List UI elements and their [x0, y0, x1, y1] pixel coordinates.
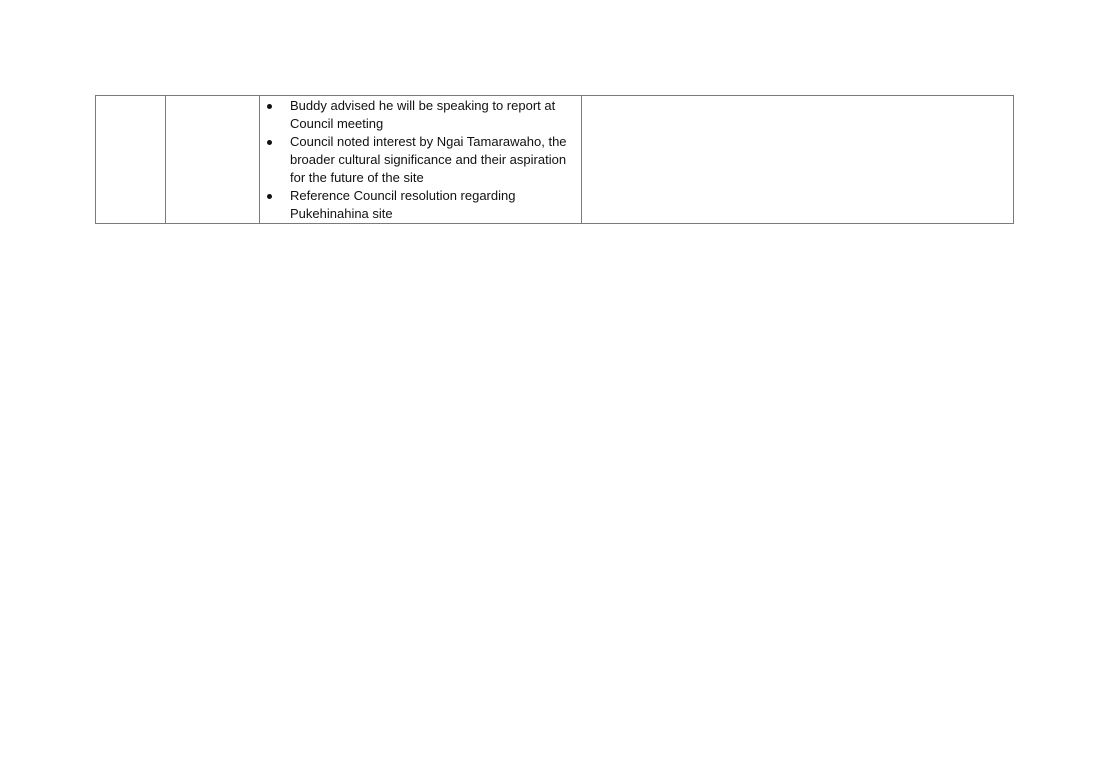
- bullet-text: Buddy advised he will be speaking to rep…: [290, 98, 556, 131]
- list-item: Reference Council resolution regarding P…: [260, 187, 573, 223]
- table-row: Buddy advised he will be speaking to rep…: [95, 95, 1014, 224]
- table-cell-discussion: Buddy advised he will be speaking to rep…: [259, 95, 582, 224]
- bullet-icon: [267, 194, 272, 199]
- table-cell-empty-2: [165, 95, 260, 224]
- bullet-icon: [267, 140, 272, 145]
- bullet-text: Reference Council resolution regarding P…: [290, 188, 516, 221]
- table-cell-empty-4: [581, 95, 1014, 224]
- bullet-icon: [267, 104, 272, 109]
- list-item: Council noted interest by Ngai Tamarawah…: [260, 133, 573, 187]
- table-cell-empty-1: [95, 95, 166, 224]
- notes-table: Buddy advised he will be speaking to rep…: [95, 95, 1014, 224]
- list-item: Buddy advised he will be speaking to rep…: [260, 97, 573, 133]
- discussion-bullet-list: Buddy advised he will be speaking to rep…: [260, 96, 581, 223]
- bullet-text: Council noted interest by Ngai Tamarawah…: [290, 134, 567, 185]
